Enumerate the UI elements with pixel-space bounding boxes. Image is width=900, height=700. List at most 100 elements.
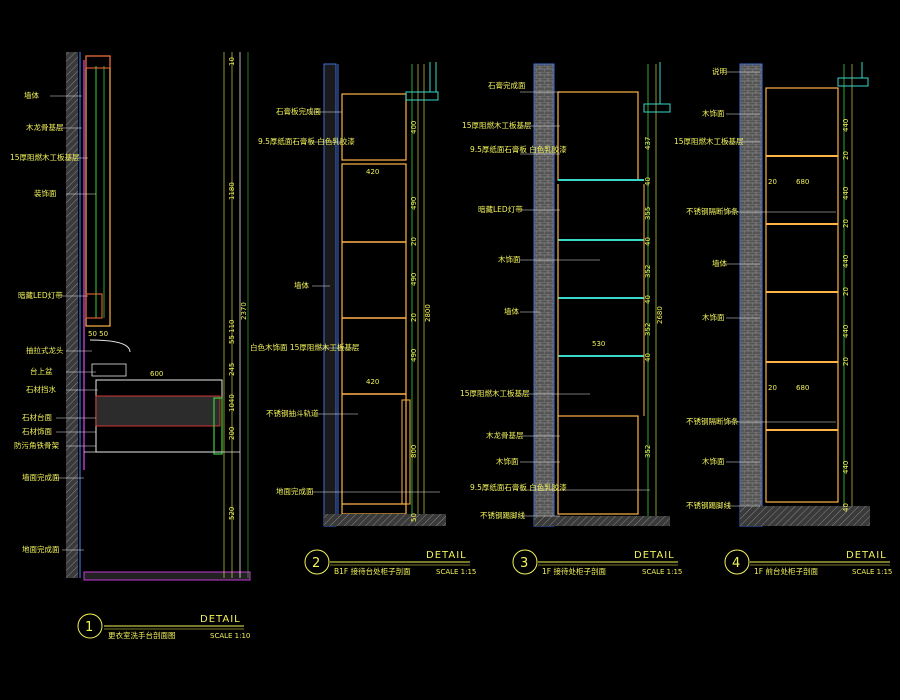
label: 不锈钢踢脚线	[480, 510, 525, 520]
dim: 2800	[424, 304, 432, 322]
label: 木饰面	[702, 108, 725, 118]
label: 墙体	[294, 280, 309, 290]
label: 地面完成面	[22, 544, 60, 554]
label: 墙体	[24, 90, 39, 100]
detail-word: DETAIL	[200, 614, 241, 625]
detail-4-drawing	[726, 62, 870, 527]
detail-number-circle	[77, 613, 103, 639]
dim: 20	[410, 313, 418, 322]
label: 暗藏LED灯带	[478, 204, 523, 214]
detail-title: 1F 前台处柜子剖面	[754, 566, 818, 576]
tall-cabinet	[341, 163, 407, 515]
label: 木龙骨基层	[26, 122, 64, 132]
detail-1-labels: 墙体 木龙骨基层 15厚阻燃木工板基层 装饰面 暗藏LED灯带 抽拉式龙头 台上…	[10, 90, 80, 554]
lower-cabinet	[557, 415, 639, 515]
dim: 20	[842, 151, 850, 160]
dim: 490	[410, 197, 418, 210]
floor-slab	[534, 516, 670, 526]
detail-2-labels: 石膏板完成面 9.5厚纸面石膏板 白色乳胶漆 墙体 白色木饰面 15厚阻燃木工板…	[250, 106, 360, 496]
dim: 10	[228, 57, 236, 66]
label: 防污角铁骨架	[14, 440, 59, 450]
dim: 440	[842, 187, 850, 200]
detail-3-labels: 石膏完成面 15厚阻燃木工板基层 9.5厚纸面石膏板 白色乳胶漆 暗藏LED灯带…	[460, 80, 567, 520]
dim: 490	[410, 349, 418, 362]
dim: 20	[768, 384, 777, 392]
detail-1-title-block: 1 DETAIL 更衣室洗手台剖面图 SCALE 1:10	[77, 613, 250, 640]
dim: 355	[644, 207, 652, 220]
label: 装饰面	[34, 188, 57, 198]
dim: 600	[150, 370, 163, 378]
label: 木饰面	[702, 456, 725, 466]
label: 木饰面	[496, 456, 519, 466]
wall-section	[323, 63, 337, 527]
dim: 40	[644, 177, 652, 186]
dim: 490	[410, 273, 418, 286]
dim: 20	[842, 219, 850, 228]
label: 石材饰面	[22, 426, 52, 436]
dim: 50	[410, 513, 418, 522]
dim: 20	[768, 178, 777, 186]
detail-1-dims: 10 1180 2370 55 110 245 1040 200 520 600…	[88, 57, 248, 520]
dim: 55 110	[228, 320, 236, 345]
detail-scale: SCALE 1:15	[642, 568, 682, 576]
dim: 352	[644, 265, 652, 278]
brick-wall	[533, 63, 555, 527]
upper-cabinet	[341, 93, 407, 161]
dim: 680	[796, 178, 809, 186]
dim: 20	[410, 237, 418, 246]
dim: 530	[592, 340, 605, 348]
upper-cabinet	[557, 91, 639, 181]
floor-finish	[83, 571, 251, 581]
dim: 680	[796, 384, 809, 392]
label: 墙面完成面	[22, 472, 60, 482]
detail-number-circle	[304, 549, 330, 575]
label: 木饰面	[498, 254, 521, 264]
dim: 420	[366, 378, 379, 386]
detail-word: DETAIL	[846, 550, 887, 561]
label: 9.5厚纸面石膏板 白色乳胶漆	[470, 144, 567, 154]
brick-wall	[739, 63, 763, 527]
dim: 40	[644, 237, 652, 246]
dim: 40	[644, 353, 652, 362]
tall-cabinet	[765, 87, 839, 503]
label: 说明	[712, 66, 727, 76]
dim: 200	[228, 427, 236, 440]
faucet-shape	[89, 339, 131, 353]
dim: 400	[410, 121, 418, 134]
label: 15厚阻燃木工板基层	[460, 388, 530, 398]
label: 地面完成面	[276, 486, 314, 496]
floor-slab	[324, 514, 446, 526]
dim: 40	[842, 503, 850, 512]
dim: 520	[228, 507, 236, 520]
dim: 20	[842, 357, 850, 366]
dim: 440	[842, 119, 850, 132]
label: 墙体	[504, 306, 519, 316]
detail-title: 1F 接待处柜子剖面	[542, 566, 606, 576]
detail-2-drawing	[310, 62, 446, 527]
detail-4-dims: 20 680 20 680 440 20 440 20 440 20 440 2…	[768, 119, 850, 512]
label: 白色木饰面 15厚阻燃木工板基层	[250, 342, 360, 352]
detail-title: 更衣室洗手台剖面图	[108, 630, 176, 640]
dim: 50 50	[88, 330, 108, 338]
detail-1-drawing	[50, 52, 251, 581]
detail-number: 3	[520, 556, 528, 571]
label: 15厚阻燃木工板基层	[10, 152, 80, 162]
label: 15厚阻燃木工板基层	[462, 120, 532, 130]
detail-4-title-block: 4 DETAIL 1F 前台处柜子剖面 SCALE 1:15	[724, 549, 892, 576]
label: 石膏完成面	[488, 80, 526, 90]
dim: 245	[228, 363, 236, 376]
floor-slab	[740, 506, 870, 526]
label: 不锈钢踢脚线	[686, 500, 731, 510]
dim: 1040	[228, 394, 236, 412]
detail-3-dims: 530 437 40 355 40 352 40 352 40 352 2680	[592, 137, 664, 458]
dim: 440	[842, 255, 850, 268]
label: 不锈钢隔断饰条	[686, 206, 739, 216]
label: 暗藏LED灯带	[18, 290, 63, 300]
detail-scale: SCALE 1:15	[852, 568, 892, 576]
label: 不锈钢抽斗轨道	[266, 408, 319, 418]
detail-scale: SCALE 1:10	[210, 632, 250, 640]
detail-word: DETAIL	[426, 550, 467, 561]
detail-number: 4	[732, 556, 740, 571]
dim: 40	[644, 295, 652, 304]
